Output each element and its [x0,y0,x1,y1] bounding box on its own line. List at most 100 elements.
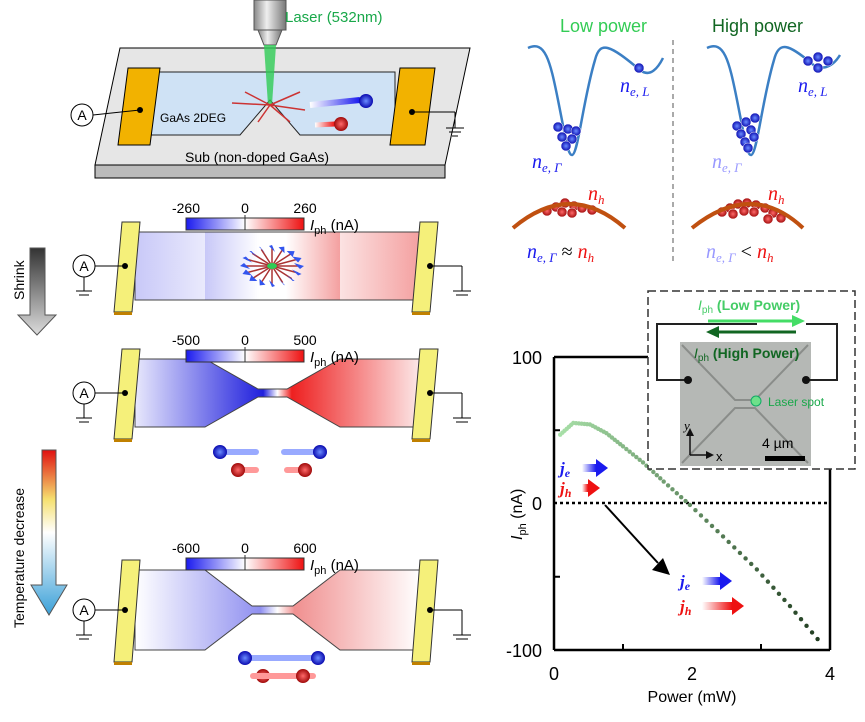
data-point [726,539,731,545]
electron-icon [560,140,572,152]
data-point [658,476,663,481]
inset: Iph (Low Power) Iph (High Power) Laser s… [647,290,856,470]
objective-lens-icon [253,0,287,31]
svg-text:Iph (Low Power): Iph (Low Power) [698,297,800,316]
electron-icon [802,55,814,67]
electron-icon [749,112,761,124]
current-density-label: jh [557,479,572,500]
data-point [683,498,688,504]
svg-text:4 µm: 4 µm [762,435,793,451]
svg-text:0: 0 [241,200,249,216]
svg-text:A: A [79,258,89,274]
data-point [704,518,709,523]
data-point [809,630,815,635]
svg-text:600: 600 [293,540,317,556]
arrow-shaft [702,602,732,610]
current-label: Iph (nA) [310,217,359,237]
data-point [776,591,782,597]
data-point [787,603,793,609]
data-point [640,460,646,465]
current-density-label: jh [677,597,692,618]
top-device: A Laser (532nm) GaAs 2DEG Sub (non-doped… [70,0,471,179]
data-point [674,491,680,496]
scale-bar [765,456,805,461]
x-tick: 4 [825,664,835,684]
electron-icon [566,133,578,145]
current-density-label: je [677,572,691,593]
temperature-arrow: Temperature decrease [11,449,68,628]
hole-icon [296,669,310,683]
trend-arrow [652,558,670,575]
high-power-hole-band [690,202,805,230]
data-point [737,550,743,556]
laser-beam [264,45,276,105]
svg-text:Laser (532nm): Laser (532nm) [285,9,383,26]
data-point [798,617,804,622]
y-tick: 0 [532,494,542,514]
svg-text:x: x [716,449,723,464]
chart: 100 0 -100 0 2 4 Power (mW) Iph (nA) jej… [506,348,835,706]
svg-text:-600: -600 [172,540,200,556]
ammeter-icon [72,598,96,622]
svg-text:Sub (non-doped GaAs): Sub (non-doped GaAs) [185,149,329,165]
data-point [637,457,642,462]
svg-text:500: 500 [293,332,317,348]
svg-text:Shrink: Shrink [11,259,27,300]
ammeter-icon [72,381,96,405]
low-power-valley [527,45,665,157]
x-axis-label: Power (mW) [648,689,737,706]
svg-text:Low power: Low power [560,16,647,36]
data-point [771,585,776,590]
electron-icon [359,94,373,108]
svg-text:ne, L: ne, L [620,75,650,99]
data-point [754,567,760,572]
arrow-head [596,459,608,477]
hole-icon [566,207,578,219]
data-point [651,469,656,475]
data-point [624,446,629,452]
data-point [654,472,660,478]
electron-icon [552,121,564,133]
svg-text:A: A [77,107,87,123]
shrink-arrow: Shrink [11,247,58,336]
ammeter-icon [72,254,96,278]
data-point [815,636,820,642]
hole-icon [298,463,312,477]
svg-text:A: A [79,385,89,401]
arrow-head [588,479,600,497]
y-tick: -100 [506,641,542,661]
data-point [804,623,809,629]
svg-text:0: 0 [241,332,249,348]
electron-icon [822,55,834,67]
data-point [620,444,626,449]
ammeter-icon [70,103,94,127]
current-label: Iph (nA) [310,349,359,369]
data-point [687,502,693,508]
electron-icon [313,445,327,459]
hole-icon [762,213,774,225]
data-point [720,534,726,539]
svg-text:GaAs 2DEG: GaAs 2DEG [160,111,226,125]
svg-text:Temperature decrease: Temperature decrease [11,488,27,628]
svg-text:nh: nh [768,183,785,207]
data-point [665,483,671,488]
electron-icon [213,445,227,459]
x-tick: 2 [687,664,697,684]
hole-icon [727,208,739,220]
hole-icon [231,463,245,477]
data-point [693,508,698,513]
band-diagram: Low power High power ne, L ne, L ne, Γ n… [511,16,842,265]
svg-text:Laser spot: Laser spot [768,395,825,409]
current-label: Iph (nA) [310,557,359,577]
svg-text:ne, Γ ≈ nh: ne, Γ ≈ nh [527,241,594,265]
y-axis-label: Iph (nA) [509,489,529,540]
arrow-shaft [702,577,720,585]
arrow-shaft [582,484,588,492]
svg-text:0: 0 [241,540,249,556]
data-point [630,452,636,457]
data-point [678,494,684,500]
svg-text:-260: -260 [172,200,200,216]
svg-text:ne, Γ: ne, Γ [712,151,742,175]
